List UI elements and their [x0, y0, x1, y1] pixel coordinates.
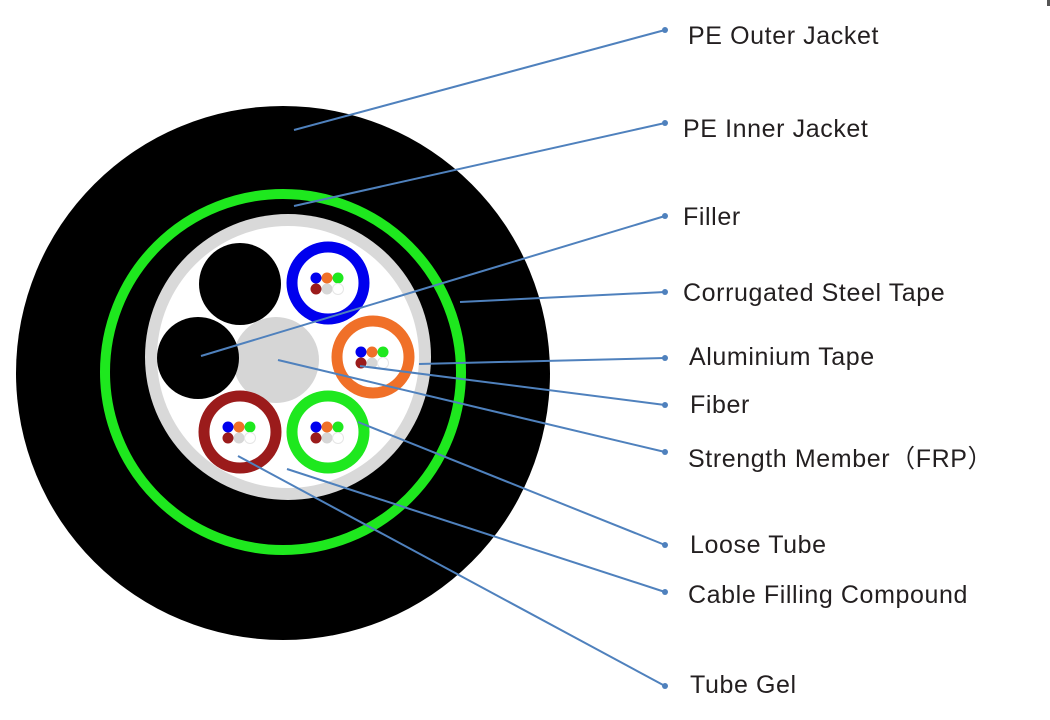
- leader-aluminium-tape: [418, 357, 666, 365]
- leader-fiber: [359, 365, 666, 406]
- fiber: [310, 283, 322, 295]
- label-pe-inner-jacket: PE Inner Jacket: [683, 115, 869, 143]
- leader-cable-filling-compound: [286, 468, 666, 593]
- fiber: [377, 346, 389, 358]
- label-cable-filling-compound: Cable Filling Compound: [688, 581, 969, 609]
- leader-pe-outer-jacket-dot: [662, 27, 668, 33]
- label-corrugated-steel-tape: Corrugated Steel Tape: [683, 279, 946, 307]
- fiber: [355, 346, 367, 358]
- fiber: [233, 432, 245, 444]
- fiber: [366, 357, 378, 369]
- label-filler: Filler: [683, 203, 741, 231]
- leader-strength-member: [277, 359, 666, 453]
- leader-fiber-dot: [662, 402, 668, 408]
- fiber: [310, 272, 322, 284]
- label-loose-tube: Loose Tube: [690, 531, 827, 559]
- fiber: [377, 357, 389, 369]
- leader-loose-tube-dot: [662, 542, 668, 548]
- filler-rod: [157, 317, 239, 399]
- fiber: [321, 283, 333, 295]
- leader-pe-inner-jacket: [293, 122, 666, 207]
- label-strength-member: Strength Member（FRP）: [688, 445, 994, 473]
- fiber: [332, 272, 344, 284]
- fiber: [222, 421, 234, 433]
- fiber: [321, 272, 333, 284]
- fiber: [244, 432, 256, 444]
- orange-tube: [331, 315, 415, 399]
- corrugated-steel-tape-ring: [100, 189, 466, 555]
- leader-filler: [200, 215, 666, 357]
- leader-tube-gel-dot: [662, 683, 668, 689]
- label-pe-outer-jacket: PE Outer Jacket: [688, 22, 880, 50]
- fiber: [222, 432, 234, 444]
- leader-pe-outer-jacket: [293, 29, 666, 131]
- leader-filler-dot: [662, 213, 668, 219]
- fiber: [321, 421, 333, 433]
- leader-cable-filling-compound-dot: [662, 589, 668, 595]
- fiber: [366, 346, 378, 358]
- loose-tube-wall: [286, 241, 370, 325]
- leader-lines-group: [200, 27, 668, 689]
- fiber: [332, 432, 344, 444]
- fiber: [321, 432, 333, 444]
- leader-corrugated-steel-tape-dot: [662, 289, 668, 295]
- loose-tube-wall: [286, 390, 370, 474]
- strength-member: [233, 317, 319, 403]
- label-fiber: Fiber: [690, 391, 750, 419]
- fiber: [310, 421, 322, 433]
- loose-tube-wall: [198, 390, 282, 474]
- fiber: [244, 421, 256, 433]
- fiber: [332, 283, 344, 295]
- brown-tube: [198, 390, 282, 474]
- fiber: [233, 421, 245, 433]
- leader-tube-gel: [237, 455, 666, 687]
- corner-mark: [1047, 0, 1050, 6]
- green-tube: [286, 390, 370, 474]
- blue-tube: [286, 241, 370, 325]
- loose-tube-wall: [331, 315, 415, 399]
- leader-corrugated-steel-tape: [459, 291, 666, 303]
- fiber: [332, 421, 344, 433]
- filler-rod: [199, 243, 281, 325]
- leader-loose-tube: [357, 421, 666, 546]
- label-tube-gel: Tube Gel: [690, 671, 797, 699]
- leader-aluminium-tape-dot: [662, 355, 668, 361]
- leader-strength-member-dot: [662, 449, 668, 455]
- leader-pe-inner-jacket-dot: [662, 120, 668, 126]
- label-aluminium-tape: Aluminium Tape: [689, 343, 875, 371]
- fiber: [310, 432, 322, 444]
- loose-tubes-group: [198, 241, 415, 474]
